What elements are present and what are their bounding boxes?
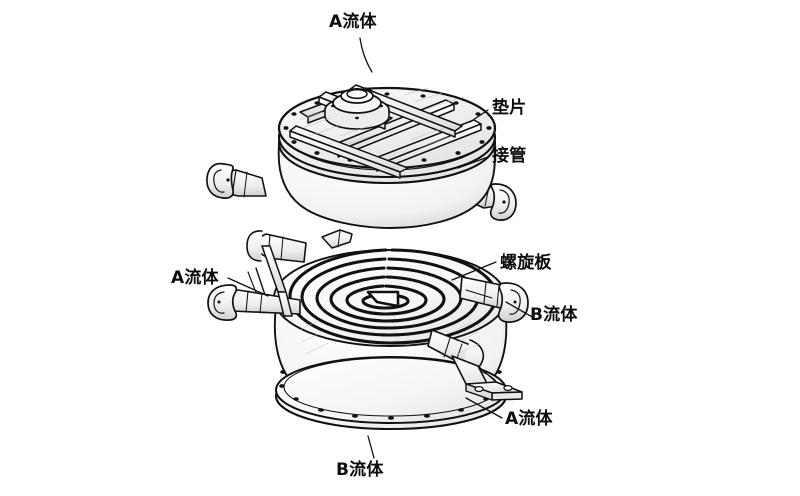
leader-nozzle: [457, 156, 489, 169]
label-fluid-b-right: B流体: [530, 305, 578, 325]
label-fluid-b-bottom: B流体: [336, 460, 384, 480]
spiral-inlet-stub-top: [321, 229, 353, 249]
leader-lines: [227, 37, 535, 459]
label-fluid-a-bottom: A流体: [505, 409, 553, 429]
label-fluid-a-top: A流体: [329, 12, 377, 32]
spiral-body-assembly: [207, 229, 529, 431]
leader-fluid-a-top: [359, 37, 373, 73]
spiral-body-hatching: [299, 321, 481, 355]
support-bracket-right: [451, 355, 523, 401]
spiral-nozzle-left: [207, 284, 301, 321]
label-spiral-plate: 螺旋板: [500, 253, 552, 273]
cover-center-nozzle: [324, 87, 390, 130]
cover-hatching: [299, 87, 457, 149]
leader-gasket: [469, 109, 489, 123]
leader-fluid-a-bottom: [465, 397, 503, 419]
head-nozzle-left: [206, 162, 267, 199]
label-fluid-a-left: A流体: [171, 268, 219, 288]
leader-fluid-b-right: [505, 301, 535, 319]
top-head-assembly: [206, 84, 517, 229]
label-gasket: 垫片: [492, 98, 527, 118]
leader-fluid-a-left: [227, 277, 269, 297]
leader-fluid-b-bottom: [367, 435, 375, 459]
spiral-nozzle-right-b: [459, 276, 529, 323]
label-nozzle: 接管: [492, 146, 527, 166]
support-bracket-left: [261, 245, 293, 317]
leader-spiral-plate: [451, 261, 497, 281]
